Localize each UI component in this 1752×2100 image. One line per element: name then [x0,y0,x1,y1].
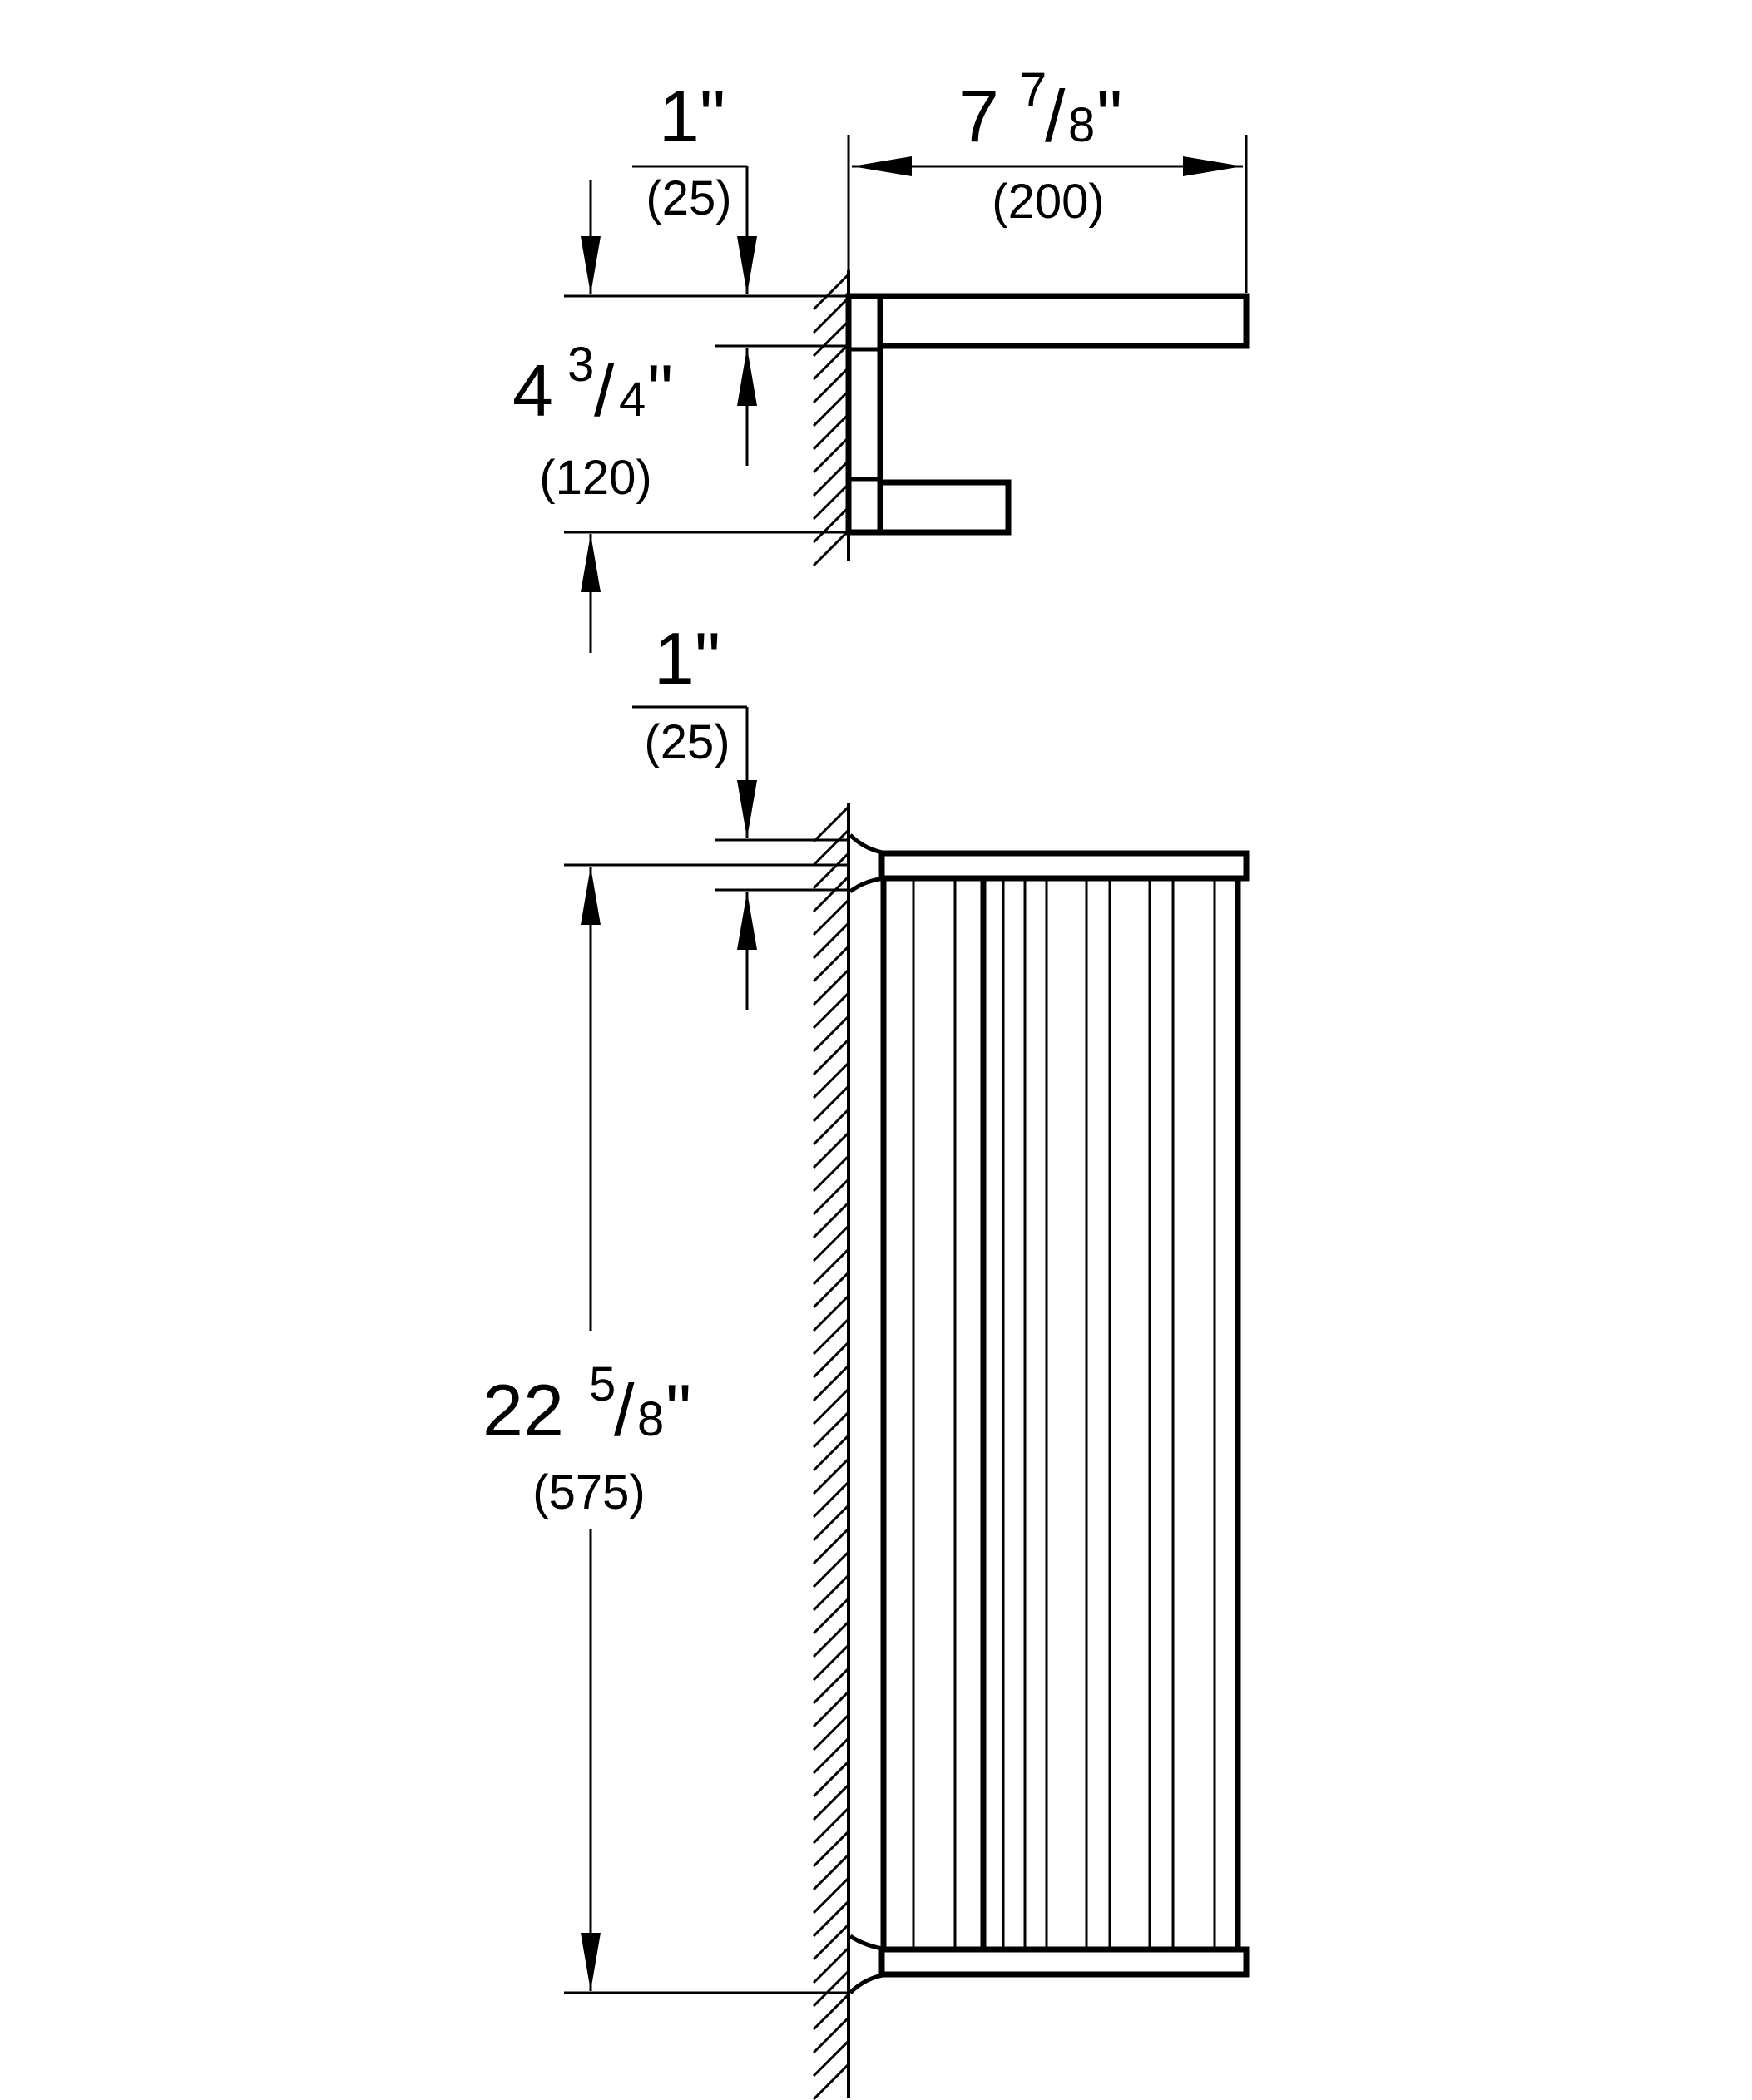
hatch-line [812,1178,850,1216]
hatch-line [812,1341,850,1379]
top-offset-imperial: 1" [659,75,725,157]
front-view [564,705,1250,2100]
svg-text:5: 5 [589,1357,616,1411]
depth-dimension [852,156,1243,176]
hatch-line [812,1760,850,1798]
hatch-line [812,1224,850,1262]
svg-text:/: / [594,349,615,432]
svg-text:7: 7 [1020,63,1047,117]
hatch-line [812,1154,850,1193]
svg-text:3: 3 [567,338,594,392]
hatch-line [812,1085,850,1123]
svg-text:7: 7 [958,75,999,157]
hatch-line [812,1597,850,1635]
top-offset-dimension [581,165,757,294]
length-label: 22 5 / 8 " [483,1357,691,1451]
svg-text:": " [1096,75,1122,157]
hatch-line [812,1317,850,1356]
hatch-line [812,1550,850,1589]
hatch-line [812,1853,850,1891]
hatch-line [812,1387,850,1426]
basket-slats [912,880,1216,1948]
hatch-line [812,1457,850,1495]
length-metric: (575) [532,1465,645,1519]
side-view-wall-hatching [812,273,850,567]
svg-text:": " [647,349,673,432]
hatch-line [812,1411,850,1449]
hatch-line [812,1620,850,1658]
hatch-line [812,1946,850,1984]
length-dimension [581,867,601,1991]
hatch-line [812,2039,850,2078]
height-label: 4 3 / 4 " [512,338,673,432]
svg-text:8: 8 [1068,98,1095,152]
svg-text:4: 4 [512,349,553,432]
hatch-line [812,1806,850,1845]
hatch-line [812,1690,850,1728]
hatch-line [812,1248,850,1286]
height-metric: (120) [539,451,651,505]
hatch-line [812,1574,850,1612]
hatch-line [812,1015,850,1053]
svg-text:8: 8 [637,1392,664,1446]
hatch-line [812,1713,850,1752]
wall-bracket [845,293,883,536]
hatch-line [812,2016,850,2054]
hatch-line [812,1108,850,1146]
svg-text:/: / [1045,75,1066,157]
front-view-wall-hatching [812,805,850,2100]
height-dimension [581,348,757,653]
hatch-line [812,1783,850,1821]
front-offset-dimension [632,705,757,1010]
top-offset-metric: (25) [646,171,731,225]
hatch-line [812,1993,850,2031]
front-offset-metric: (25) [644,715,730,769]
depth-label: 7 7 / 8 " [958,63,1122,157]
top-rail [878,850,1250,882]
hatch-line [812,1900,850,1938]
side-view [564,135,1250,653]
svg-text:": " [666,1369,691,1451]
hatch-line [812,1201,850,1239]
hatch-line [812,898,850,936]
front-offset-imperial: 1" [654,617,720,699]
hatch-line [812,1830,850,1868]
hatch-line [812,945,850,983]
hatch-line [812,1271,850,1309]
hatch-line [812,1876,850,1915]
hatch-line [812,1061,850,1099]
bottom-rail [878,1946,1250,1978]
lower-arm [877,479,1012,536]
hatch-line [812,1737,850,1775]
hatch-line [812,828,850,867]
hatch-line [812,1434,850,1472]
hatch-line [812,1131,850,1169]
hatch-line [812,922,850,960]
svg-text:22: 22 [483,1369,564,1451]
hatch-line [812,1643,850,1682]
hatch-line [812,1504,850,1542]
hatch-line [812,1364,850,1402]
depth-metric: (200) [992,175,1104,229]
hatch-line [812,1294,850,1332]
hatch-line [812,1667,850,1705]
hatch-line [812,2063,850,2100]
hatch-line [812,968,850,1006]
svg-text:4: 4 [619,373,646,427]
hatch-line [812,875,850,913]
hatch-line [812,1527,850,1565]
hatch-line [812,1923,850,1961]
upper-arm [877,293,1250,349]
hatch-line [812,1969,850,2008]
hatch-line [812,1480,850,1519]
hatch-line [812,852,850,890]
svg-text:/: / [614,1369,635,1451]
hatch-line [812,805,850,843]
hatch-line [812,991,850,1030]
hatch-line [812,1038,850,1076]
